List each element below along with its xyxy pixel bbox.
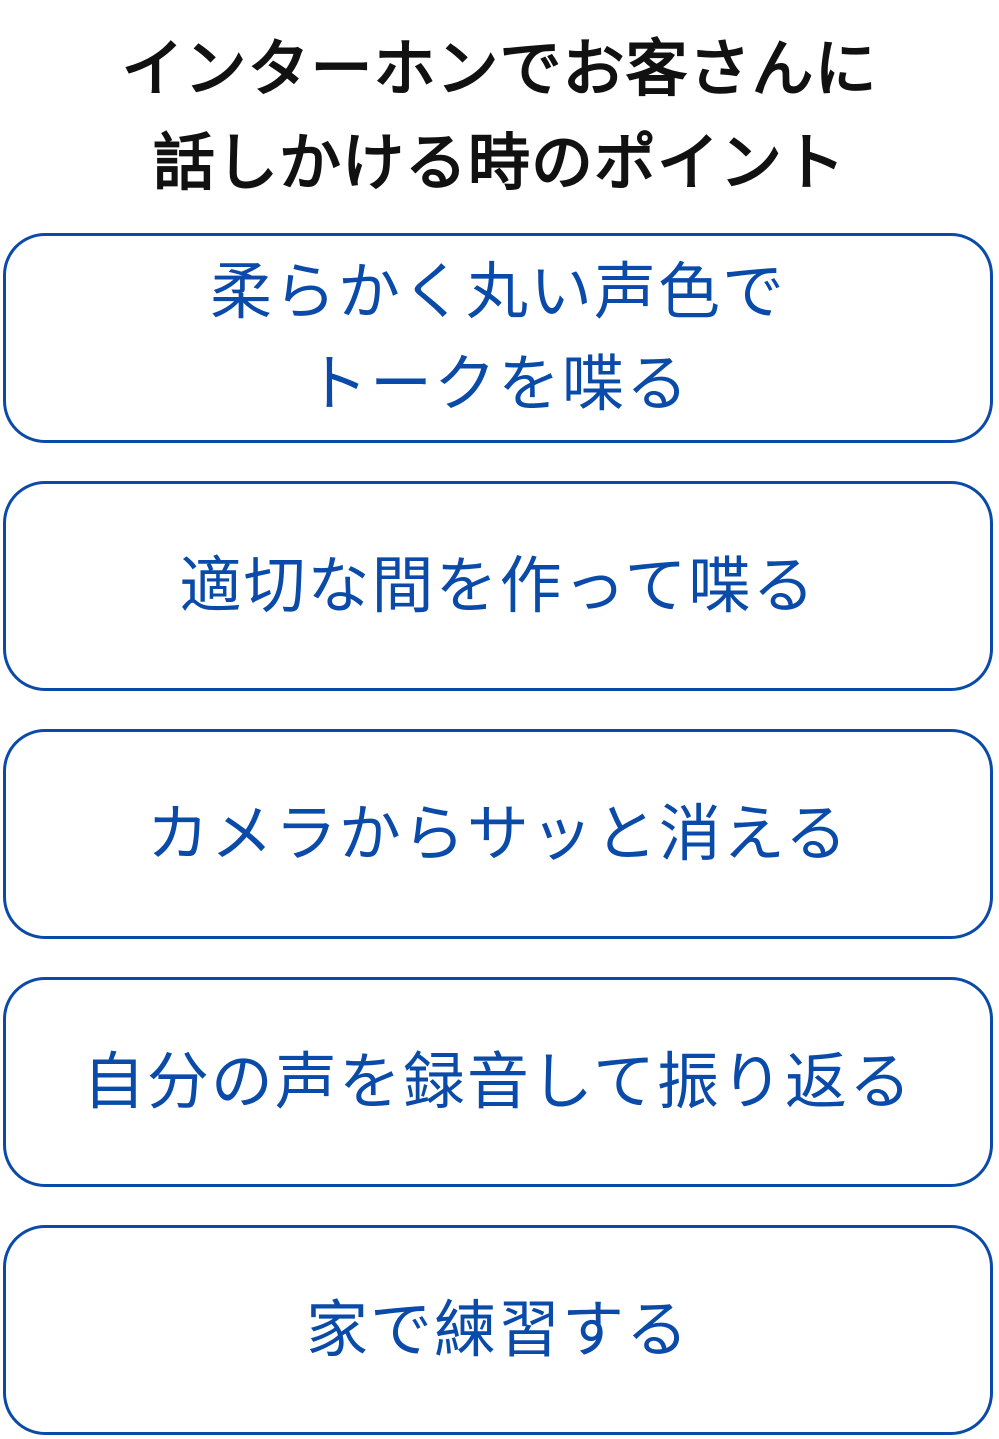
point-card-3: カメラからサッと消える [3, 729, 993, 939]
point-text-3: カメラからサッと消える [146, 797, 850, 870]
point-text-1-line-1: 柔らかく丸い声色で [209, 255, 786, 328]
point-card-5: 家で練習する [3, 1225, 993, 1435]
page-title-line-1: インターホンでお客さんに [121, 32, 878, 105]
point-card-2: 適切な間を作って喋る [3, 481, 993, 691]
point-card-1: 柔らかく丸い声色で トークを喋る [3, 233, 993, 443]
point-text-4: 自分の声を録音して振り返る [82, 1045, 914, 1118]
page-title: インターホンでお客さんに 話しかける時のポイント [0, 22, 999, 210]
point-text-5: 家で練習する [305, 1293, 690, 1366]
point-text-2: 適切な間を作って喋る [179, 549, 817, 622]
point-card-4: 自分の声を録音して振り返る [3, 977, 993, 1187]
page-title-line-2: 話しかける時のポイント [152, 126, 846, 199]
point-text-1-line-2: トークを喋る [305, 347, 690, 420]
